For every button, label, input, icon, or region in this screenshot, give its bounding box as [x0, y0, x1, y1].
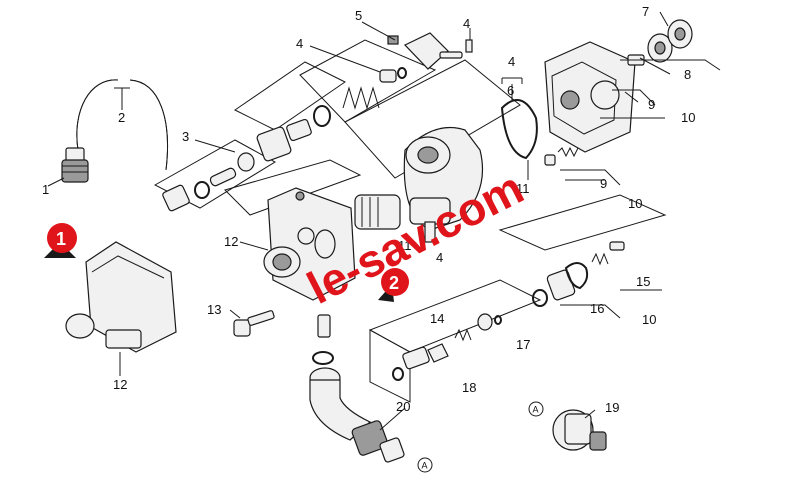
part-3-valve-group — [153, 139, 276, 212]
part-4-spring-group — [234, 32, 473, 162]
label-10-top: 10 — [681, 110, 695, 125]
label-6: 6 — [507, 83, 514, 98]
label-1: 1 — [42, 182, 49, 197]
part-7-8-bearing — [627, 19, 693, 66]
svg-text:A: A — [422, 461, 428, 471]
callout-a-adapter: A — [528, 401, 544, 417]
part-12-housing-small — [65, 241, 177, 353]
part-13-bolt — [233, 310, 275, 337]
svg-text:2: 2 — [389, 273, 399, 293]
badge-2: 2 — [378, 268, 409, 302]
label-10-bottom: 10 — [642, 312, 656, 327]
label-9-top: 9 — [648, 97, 655, 112]
label-7: 7 — [642, 4, 649, 19]
label-8: 8 — [684, 67, 691, 82]
label-18: 18 — [462, 380, 476, 395]
cylinder-block — [544, 41, 636, 153]
label-15: 15 — [636, 274, 650, 289]
leader-lines — [119, 11, 671, 431]
label-4-ring: 4 — [508, 54, 515, 69]
part-number-labels: 1 2 3 4 4 4 4 5 6 7 8 9 9 10 10 10 11 11… — [42, 4, 695, 415]
label-4-bolt: 4 — [463, 16, 470, 31]
label-12-center: 12 — [224, 234, 238, 249]
label-12-left: 12 — [113, 377, 127, 392]
part-14-18-group — [368, 279, 542, 403]
label-20: 20 — [396, 399, 410, 414]
part-6-gasket — [500, 99, 538, 160]
label-5: 5 — [355, 8, 362, 23]
label-11-top: 11 — [516, 181, 530, 196]
label-4-bottom: 4 — [436, 250, 443, 265]
label-3: 3 — [182, 129, 189, 144]
svg-text:1: 1 — [56, 229, 66, 249]
part-20-elbow — [309, 367, 405, 463]
part-19-adapter — [552, 409, 607, 451]
label-13: 13 — [207, 302, 221, 317]
callout-a-elbow: A — [417, 457, 433, 473]
label-10-mid: 10 — [628, 196, 642, 211]
svg-text:A: A — [533, 405, 539, 415]
part-12-housing — [224, 159, 362, 301]
label-16: 16 — [590, 301, 604, 316]
label-4-top: 4 — [296, 36, 303, 51]
label-19: 19 — [605, 400, 619, 415]
hose-assembly — [61, 79, 168, 183]
part-15-16-group — [498, 194, 667, 307]
label-11-mid: 11 — [398, 238, 412, 253]
label-17: 17 — [516, 337, 530, 352]
label-14: 14 — [430, 311, 444, 326]
part-11-pin — [317, 314, 331, 338]
badge-1: 1 — [44, 223, 77, 258]
pump-head — [344, 59, 521, 243]
label-2: 2 — [118, 110, 125, 125]
label-9-mid: 9 — [600, 176, 607, 191]
